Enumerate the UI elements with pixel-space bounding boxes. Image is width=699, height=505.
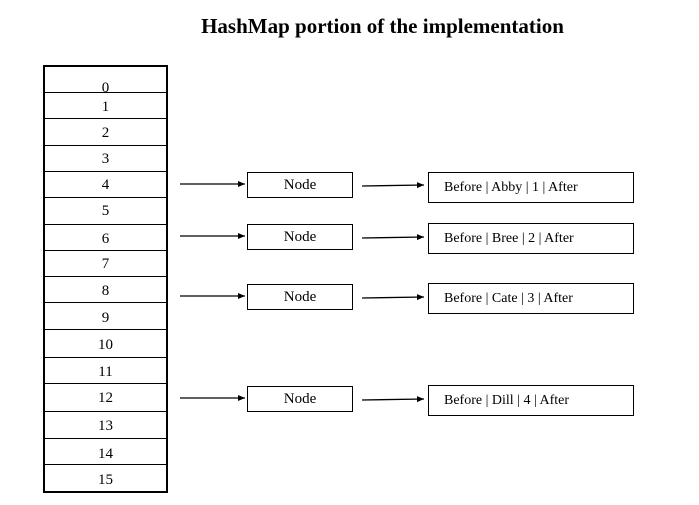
cell-divider [45, 411, 166, 412]
index-cell: 9 [101, 310, 110, 326]
index-cell: 8 [101, 283, 110, 299]
entry-box: Before | Dill | 4 | After [428, 385, 634, 416]
index-cell: 7 [101, 256, 110, 272]
index-cell: 6 [101, 231, 110, 247]
cell-divider [45, 357, 166, 358]
hash-index-array: 0 1 2 3 4 5 6 7 8 9 10 11 12 13 14 15 [43, 65, 168, 493]
index-cell: 1 [101, 99, 110, 115]
index-cell: 11 [98, 364, 113, 380]
cell-divider [45, 383, 166, 384]
node-box: Node [247, 224, 353, 250]
cell-divider [45, 276, 166, 277]
cell-divider [45, 250, 166, 251]
cell-divider [45, 145, 166, 146]
arrow-node-to-entry [361, 396, 425, 403]
cell-divider [45, 329, 166, 330]
node-box: Node [247, 284, 353, 310]
arrow-node-to-entry [361, 182, 425, 189]
entry-box: Before | Cate | 3 | After [428, 283, 634, 314]
arrow-node-to-entry [361, 234, 425, 241]
cell-divider [45, 92, 166, 93]
index-cell: 13 [98, 418, 113, 434]
index-cell: 2 [101, 125, 110, 141]
index-cell: 10 [98, 337, 113, 353]
index-cell: 12 [98, 390, 113, 406]
index-cell: 15 [98, 472, 113, 488]
index-cell: 14 [98, 446, 113, 462]
diagram-title: HashMap portion of the implementation [201, 14, 564, 38]
cell-divider [45, 302, 166, 303]
node-box: Node [247, 172, 353, 198]
node-box: Node [247, 386, 353, 412]
arrow-node-to-entry [361, 294, 425, 301]
index-cell: 4 [101, 177, 110, 193]
index-cell: 3 [101, 151, 110, 167]
cell-divider [45, 464, 166, 465]
index-cell: 0 [101, 80, 110, 96]
cell-divider [45, 438, 166, 439]
index-cell: 5 [101, 203, 110, 219]
cell-divider [45, 224, 166, 225]
entry-box: Before | Abby | 1 | After [428, 172, 634, 203]
cell-divider [45, 171, 166, 172]
cell-divider [45, 197, 166, 198]
cell-divider [45, 118, 166, 119]
entry-box: Before | Bree | 2 | After [428, 223, 634, 254]
